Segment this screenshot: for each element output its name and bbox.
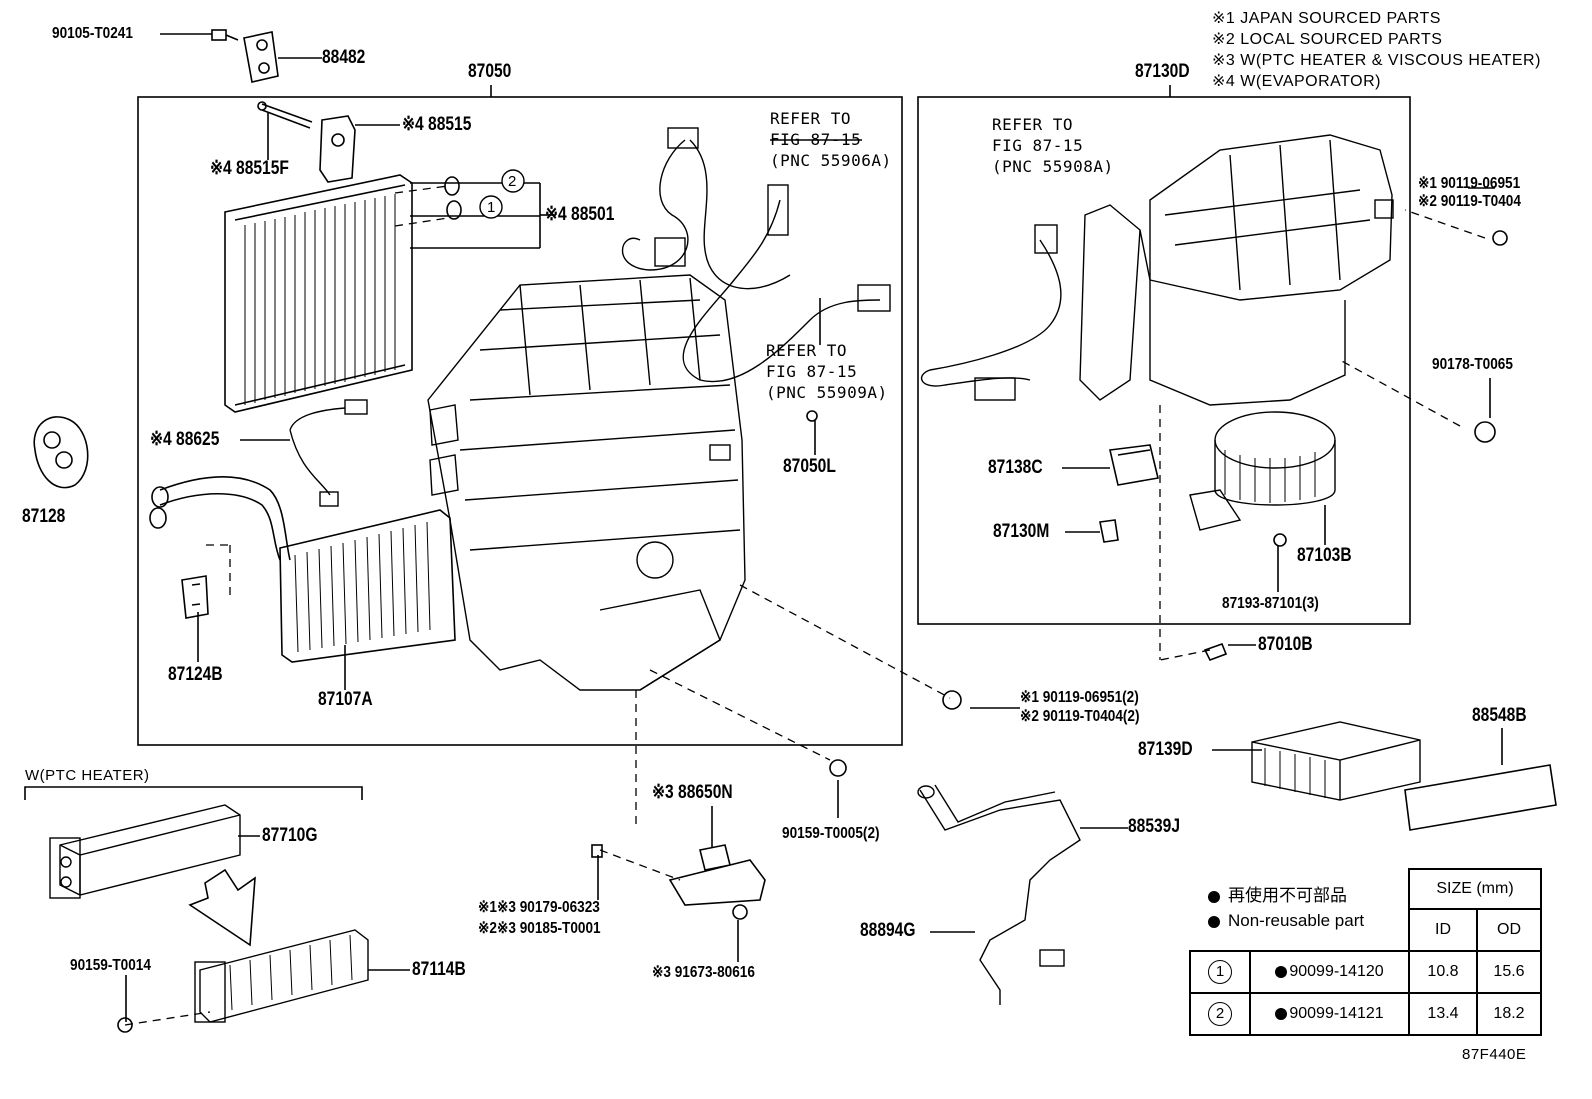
- label-90185-T0001[interactable]: ※2※3 90185-T0001: [478, 920, 601, 937]
- label-87050L[interactable]: 87050L: [783, 456, 836, 477]
- label-87050[interactable]: 87050: [468, 61, 512, 82]
- label-87138C[interactable]: 87138C: [988, 457, 1043, 478]
- bullet-icon: [1208, 890, 1220, 903]
- note-3: ※3 W(PTC HEATER & VISCOUS HEATER): [1212, 52, 1541, 69]
- callout-circle-2: [501, 169, 525, 193]
- unit-87050-frame: [137, 96, 903, 746]
- label-91673-80616[interactable]: ※3 91673-80616: [652, 964, 755, 981]
- callout-circle-1: [479, 195, 503, 219]
- label-87124B[interactable]: 87124B: [168, 664, 223, 685]
- grommet-icon: [33, 416, 89, 489]
- label-90179-06323[interactable]: ※1※3 90179-06323: [478, 899, 600, 916]
- label-90119-T0404[interactable]: ※2 90119-T0404: [1418, 193, 1521, 210]
- ref-line: FIG 87-15: [766, 362, 858, 381]
- label-87710G[interactable]: 87710G: [262, 825, 318, 846]
- cabin-filter-icon: [1251, 721, 1421, 801]
- label-88482[interactable]: 88482: [322, 47, 366, 68]
- label-88539J[interactable]: 88539J: [1128, 816, 1180, 837]
- legend-en-text: Non-reusable part: [1228, 911, 1365, 930]
- wire-harness-icon: [621, 127, 791, 290]
- label-88625[interactable]: ※4 88625: [150, 429, 220, 450]
- bullet-icon: [1275, 965, 1288, 978]
- ref-line: (PNC 55908A): [992, 157, 1114, 176]
- ref-line: FIG 87-15: [770, 130, 862, 149]
- bullet-icon: [1275, 1007, 1288, 1020]
- label-88515F[interactable]: ※4 88515F: [210, 158, 289, 179]
- row-id: 10.8: [1408, 950, 1478, 994]
- label-87130M[interactable]: 87130M: [993, 521, 1050, 542]
- row-num: 1: [1208, 960, 1232, 984]
- legend-jp: 再使用不可部品: [1208, 886, 1347, 906]
- label-90119-06951[interactable]: ※1 90119-06951: [1418, 175, 1521, 192]
- size-header: SIZE (mm): [1408, 868, 1542, 909]
- bracket-icon: [243, 31, 279, 83]
- callout-1-text: 1: [487, 199, 496, 216]
- label-90178-T0065[interactable]: 90178-T0065: [1432, 356, 1513, 373]
- drain-hose-icon: [917, 784, 1081, 1005]
- ref-line: REFER TO: [992, 115, 1074, 134]
- row-id: 13.4: [1408, 992, 1478, 1036]
- evaporator-icon: [224, 174, 413, 413]
- blower-case-icon: [1079, 134, 1394, 406]
- legend-jp-text: 再使用不可部品: [1228, 886, 1347, 905]
- legend-en: Non-reusable part: [1208, 911, 1364, 931]
- ref-line: (PNC 55906A): [770, 151, 892, 170]
- ref-line: FIG 87-15: [992, 136, 1084, 155]
- screw-icon: [1273, 533, 1287, 547]
- label-90119-T0404-2[interactable]: ※2 90119-T0404(2): [1020, 708, 1140, 725]
- ptc-heater-icon: [49, 804, 241, 899]
- label-90159-T0014[interactable]: 90159-T0014: [70, 957, 151, 974]
- size-table: SIZE (mm) ID OD 1 90099-14120 10.8 15.6 …: [1189, 868, 1542, 1036]
- blower-motor-icon: [1189, 411, 1336, 531]
- label-87193-87101[interactable]: 87193-87101(3): [1222, 595, 1319, 612]
- ptc-heater-title: W(PTC HEATER): [25, 767, 150, 784]
- ref-line: REFER TO: [766, 341, 848, 360]
- label-87114B[interactable]: 87114B: [412, 959, 466, 980]
- note-2: ※2 LOCAL SOURCED PARTS: [1212, 31, 1443, 48]
- label-90119-06951-2[interactable]: ※1 90119-06951(2): [1020, 689, 1139, 706]
- label-90105-T0241[interactable]: 90105-T0241: [52, 25, 133, 42]
- col-od: OD: [1476, 908, 1542, 952]
- label-88515[interactable]: ※4 88515: [402, 114, 472, 135]
- label-87139D[interactable]: 87139D: [1138, 739, 1193, 760]
- refer-to-55908A[interactable]: REFER TO FIG 87-15 (PNC 55908A): [992, 114, 1114, 177]
- table-row: 1 90099-14120 10.8 15.6: [1189, 950, 1542, 994]
- diagram-code: 87F440E: [1462, 1046, 1527, 1063]
- row-od: 18.2: [1476, 992, 1542, 1036]
- refer-to-55906A[interactable]: REFER TO FIG 87-15 (PNC 55906A): [770, 108, 892, 171]
- row-part[interactable]: 90099-14121: [1289, 1005, 1384, 1022]
- label-87128[interactable]: 87128: [22, 506, 66, 527]
- down-arrow-icon: [188, 868, 256, 947]
- ref-line: REFER TO: [770, 109, 852, 128]
- label-88548B[interactable]: 88548B: [1472, 705, 1527, 726]
- label-87010B[interactable]: 87010B: [1258, 634, 1313, 655]
- label-87130D[interactable]: 87130D: [1135, 61, 1190, 82]
- table-row: 2 90099-14121 13.4 18.2: [1189, 992, 1542, 1036]
- ref-line: (PNC 55909A): [766, 383, 888, 402]
- unit-87130D-frame: [917, 96, 1411, 625]
- label-90159-T0005[interactable]: 90159-T0005(2): [782, 825, 880, 842]
- hvac-case-icon: [427, 274, 746, 691]
- notes-block: ※1 JAPAN SOURCED PARTS ※2 LOCAL SOURCED …: [1212, 8, 1541, 92]
- label-87103B[interactable]: 87103B: [1297, 545, 1352, 566]
- row-num: 2: [1208, 1002, 1232, 1026]
- refer-to-55909A[interactable]: REFER TO FIG 87-15 (PNC 55909A): [766, 340, 888, 403]
- row-od: 15.6: [1476, 950, 1542, 994]
- heater-core-icon: [149, 476, 456, 663]
- note-1: ※1 JAPAN SOURCED PARTS: [1212, 10, 1441, 27]
- callout-2-text: 2: [508, 173, 517, 190]
- label-88650N[interactable]: ※3 88650N: [652, 782, 733, 803]
- expansion-valve-icon: [257, 101, 356, 183]
- col-id: ID: [1408, 908, 1478, 952]
- bolt-icon: [211, 29, 239, 41]
- row-part[interactable]: 90099-14120: [1289, 963, 1384, 980]
- label-87107A[interactable]: 87107A: [318, 689, 373, 710]
- label-88894G[interactable]: 88894G: [860, 920, 916, 941]
- bullet-icon: [1208, 915, 1220, 928]
- label-88501[interactable]: ※4 88501: [545, 204, 615, 225]
- note-4: ※4 W(EVAPORATOR): [1212, 73, 1381, 90]
